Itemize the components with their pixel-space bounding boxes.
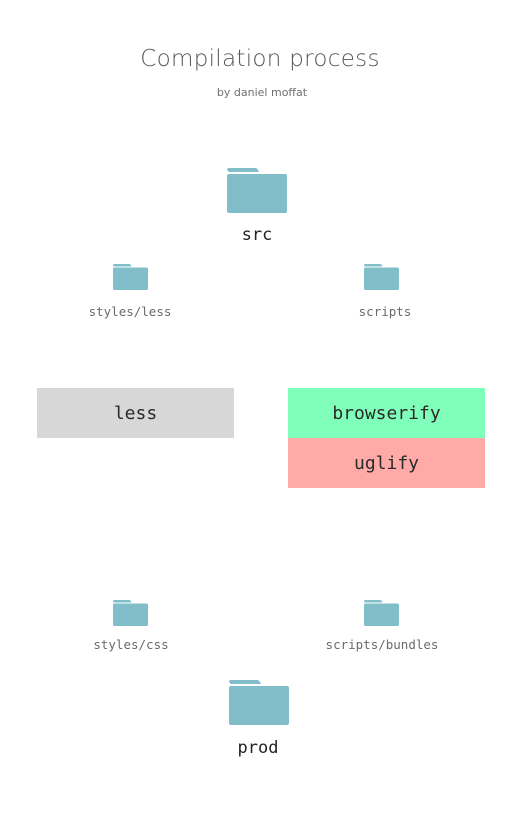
src-folder-icon [227,168,287,213]
uglify-step-box: uglify [288,438,485,488]
styles-less-folder-icon [113,264,148,290]
scripts-folder-icon [364,264,399,290]
diagram-subtitle: by daniel moffat [216,86,308,99]
uglify-step-label: uglify [353,452,420,474]
prod-folder-icon [229,680,289,725]
less-step-label: less [113,402,158,424]
scripts-bundles-folder-label: scripts/bundles [325,637,439,652]
browserify-step-box: browserify [288,388,485,438]
styles-less-folder-label: styles/less [88,304,172,319]
browserify-step-label: browserify [332,402,441,424]
diagram-title: Compilation process [140,46,380,72]
scripts-folder-label: scripts [358,304,412,319]
scripts-bundles-folder-icon [364,600,399,626]
prod-folder-label: prod [237,738,279,758]
src-folder-label: src [241,225,273,245]
styles-css-folder-label: styles/css [93,637,169,652]
less-step-box: less [37,388,234,438]
styles-css-folder-icon [113,600,148,626]
